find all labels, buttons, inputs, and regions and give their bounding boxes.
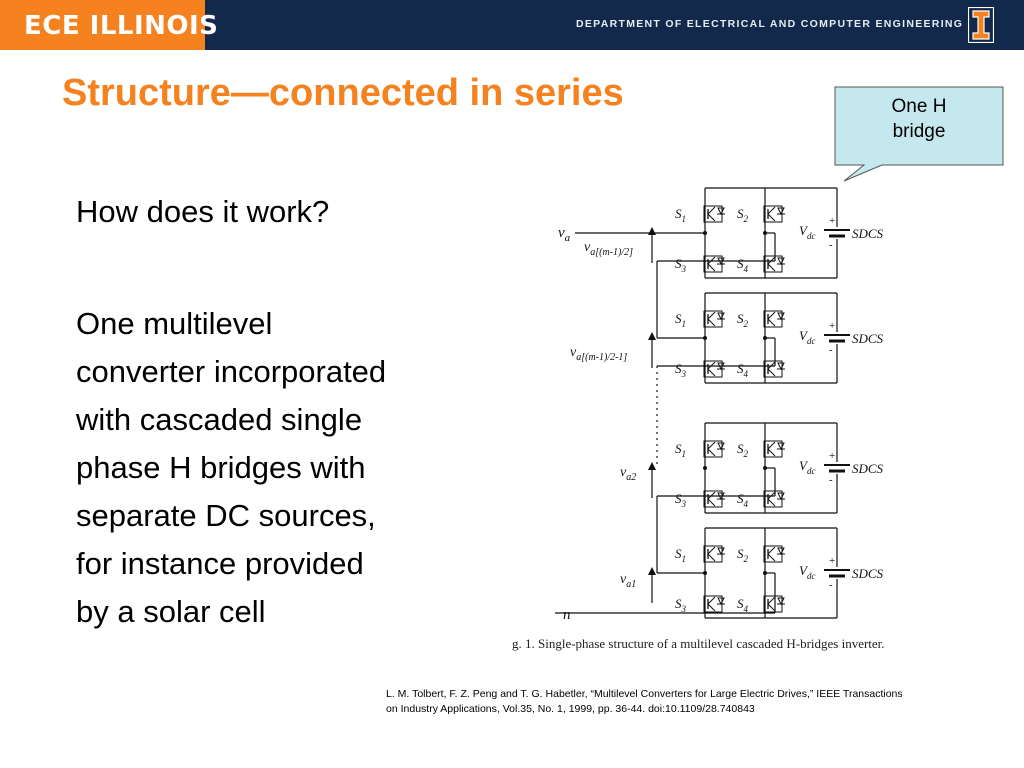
switch-s1-icon <box>703 205 725 223</box>
voltage-label: va[(m-1)/2-1] <box>570 345 627 363</box>
minus-sign: - <box>829 344 833 356</box>
figure-caption: g. 1. Single-phase structure of a multil… <box>512 636 885 651</box>
switch-s1-label: S1 <box>675 546 686 564</box>
switch-s2-icon <box>763 440 785 458</box>
switch-s2-icon <box>763 205 785 223</box>
voltage-arrowhead <box>648 462 656 470</box>
switch-s4-label: S4 <box>737 361 749 379</box>
switch-s1-icon <box>703 440 725 458</box>
switch-s2-label: S2 <box>737 311 749 329</box>
callout-one-h-bridge: One H bridge <box>834 86 1004 182</box>
sdcs-label: SDCS <box>852 331 884 346</box>
brand-block: ECE ILLINOIS <box>0 0 218 50</box>
callout-line-2: bridge <box>892 121 946 142</box>
switch-s3-label: S3 <box>675 491 687 509</box>
vdc-label: Vdc <box>799 223 815 241</box>
plus-sign: + <box>829 555 835 567</box>
question-text: How does it work? <box>76 194 330 229</box>
switch-s2-label: S2 <box>737 441 749 459</box>
citation: L. M. Tolbert, F. Z. Peng and T. G. Habe… <box>386 687 986 717</box>
switch-s3-icon <box>703 595 725 613</box>
callout-line-1: One H <box>891 96 947 117</box>
vdc-label: Vdc <box>799 458 815 476</box>
switch-s2-icon <box>763 545 785 563</box>
voltage-arrowhead <box>648 567 656 575</box>
switch-s3-label: S3 <box>675 361 687 379</box>
switch-s3-icon <box>703 360 725 378</box>
switch-s3-label: S3 <box>675 256 687 274</box>
switch-s1-label: S1 <box>675 311 686 329</box>
switch-s1-icon <box>703 310 725 328</box>
sdcs-label: SDCS <box>852 461 884 476</box>
vdc-label: Vdc <box>799 328 815 346</box>
paragraph-line: with cascaded single <box>76 402 363 437</box>
paragraph-line: separate DC sources, <box>76 498 376 533</box>
voltage-label: va1 <box>620 572 636 590</box>
plus-sign: + <box>829 320 835 332</box>
switch-s4-icon <box>763 360 785 378</box>
header-bar: ECE ILLINOIS DEPARTMENT OF ELECTRICAL AN… <box>0 0 1024 50</box>
vdc-label: Vdc <box>799 563 815 581</box>
callout-bubble <box>834 86 1004 182</box>
switch-s4-label: S4 <box>737 491 749 509</box>
switch-s1-label: S1 <box>675 206 686 224</box>
switch-s3-icon <box>703 255 725 273</box>
paragraph-line: by a solar cell <box>76 594 266 629</box>
plus-sign: + <box>829 215 835 227</box>
block-i-logo-icon <box>968 7 994 43</box>
citation-line-1: L. M. Tolbert, F. Z. Peng and T. G. Habe… <box>386 688 903 700</box>
paragraph-line: for instance provided <box>76 546 364 581</box>
paragraph-line: One multilevel <box>76 306 273 341</box>
minus-sign: - <box>829 474 833 486</box>
switch-s2-icon <box>763 310 785 328</box>
citation-line-2: on Industry Applications, Vol.35, No. 1,… <box>386 703 755 715</box>
minus-sign: - <box>829 579 833 591</box>
sdcs-label: SDCS <box>852 226 884 241</box>
plus-sign: + <box>829 450 835 462</box>
department-name: DEPARTMENT OF ELECTRICAL AND COMPUTER EN… <box>576 18 964 30</box>
switch-s1-label: S1 <box>675 441 686 459</box>
voltage-label: va[(m-1)/2] <box>584 240 633 258</box>
switch-s2-label: S2 <box>737 546 749 564</box>
paragraph-line: converter incorporated <box>76 354 387 389</box>
node-va-label: va <box>558 225 571 244</box>
switch-s4-label: S4 <box>737 256 749 274</box>
switch-s3-icon <box>703 490 725 508</box>
switch-s1-icon <box>703 545 725 563</box>
paragraph-line: phase H bridges with <box>76 450 366 485</box>
switch-s3-label: S3 <box>675 596 687 614</box>
junction-dot <box>703 466 707 470</box>
switch-s4-label: S4 <box>737 596 749 614</box>
voltage-arrowhead <box>648 332 656 340</box>
minus-sign: - <box>829 239 833 251</box>
sdcs-label: SDCS <box>852 566 884 581</box>
voltage-arrowhead <box>648 227 656 235</box>
brand-name: ECE ILLINOIS <box>24 11 219 41</box>
switch-s4-icon <box>763 595 785 613</box>
switch-s2-label: S2 <box>737 206 749 224</box>
node-n-label: n <box>563 607 571 623</box>
explanation-paragraph: One multilevel converter incorporated wi… <box>76 300 496 636</box>
voltage-label: va2 <box>620 465 636 483</box>
slide-title: Structure—connected in series <box>62 72 624 114</box>
